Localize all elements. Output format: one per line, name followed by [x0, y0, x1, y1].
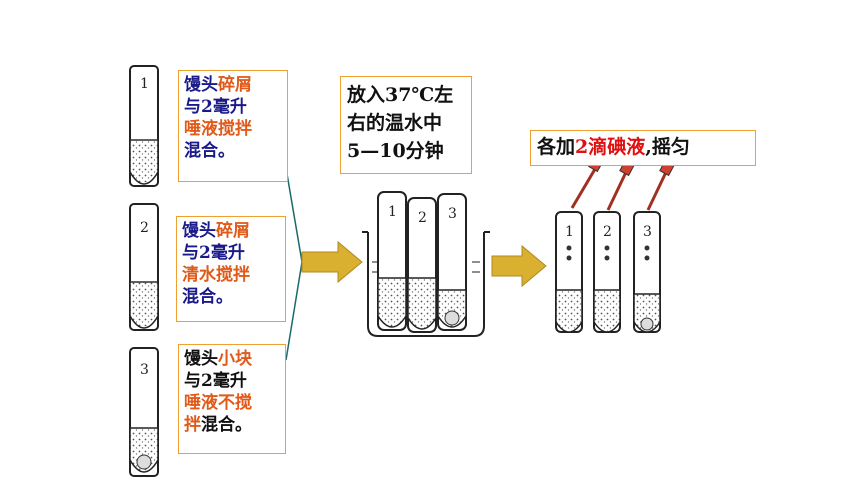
step-2-line-1: 馒头碎屑 — [182, 221, 250, 241]
step-box-1: 馒头碎屑 与2毫升 唾液搅拌 混合。 — [178, 70, 288, 182]
iodine-tubes: 1 2 3 — [555, 151, 677, 333]
step-2-line-3: 清水搅拌 — [182, 265, 250, 285]
beaker-tube-label-3: 3 — [448, 206, 457, 222]
step-box-2: 馒头碎屑 与2毫升 清水搅拌 混合。 — [176, 216, 286, 322]
step-1-line-1: 馒头碎屑 — [184, 75, 252, 95]
incubate-line-3: 5—10分钟 — [347, 140, 444, 162]
beaker: 1 2 3 — [362, 191, 490, 337]
iodine-suffix: ,摇匀 — [645, 136, 690, 158]
connector-lines — [285, 167, 303, 361]
iodine-tube-label-2: 2 — [603, 224, 612, 240]
tube-number-2: 2 — [140, 220, 149, 236]
incubate-line-2: 右的温水中 — [347, 112, 443, 134]
arrow-to-iodine — [491, 244, 547, 288]
step-3-line-2: 与2毫升 — [184, 371, 247, 391]
iodine-highlight: 2滴碘液 — [575, 136, 646, 158]
incubate-box: 放入37℃左 右的温水中 5—10分钟 — [340, 76, 472, 174]
step-3-line-4: 拌混合。 — [184, 415, 252, 435]
iodine-box: 各加2滴碘液,摇匀 — [530, 130, 756, 166]
incubate-line-1: 放入37℃左 — [347, 84, 454, 106]
step-3-line-1: 馒头小块 — [184, 349, 252, 369]
iodine-tube-label-1: 1 — [565, 224, 574, 240]
iodine-tube-label-3: 3 — [643, 224, 652, 240]
step-1-line-3: 唾液搅拌 — [184, 119, 252, 139]
step-3-line-3: 唾液不搅 — [184, 393, 252, 413]
tube-number-3: 3 — [140, 362, 149, 378]
left-tube-3: 3 — [129, 347, 159, 477]
iodine-prefix: 各加 — [537, 136, 576, 158]
step-1-line-4: 混合。 — [184, 141, 235, 161]
left-tube-1: 1 — [129, 65, 159, 187]
beaker-tube-label-2: 2 — [418, 210, 427, 226]
step-box-3: 馒头小块 与2毫升 唾液不搅 拌混合。 — [178, 344, 286, 454]
step-1-line-2: 与2毫升 — [184, 97, 247, 117]
tube-number-1: 1 — [140, 76, 149, 92]
beaker-tube-label-1: 1 — [388, 204, 397, 220]
step-2-line-2: 与2毫升 — [182, 243, 245, 263]
step-2-line-4: 混合。 — [182, 287, 233, 307]
left-tube-2: 2 — [129, 203, 159, 331]
arrow-to-beaker — [301, 240, 363, 284]
